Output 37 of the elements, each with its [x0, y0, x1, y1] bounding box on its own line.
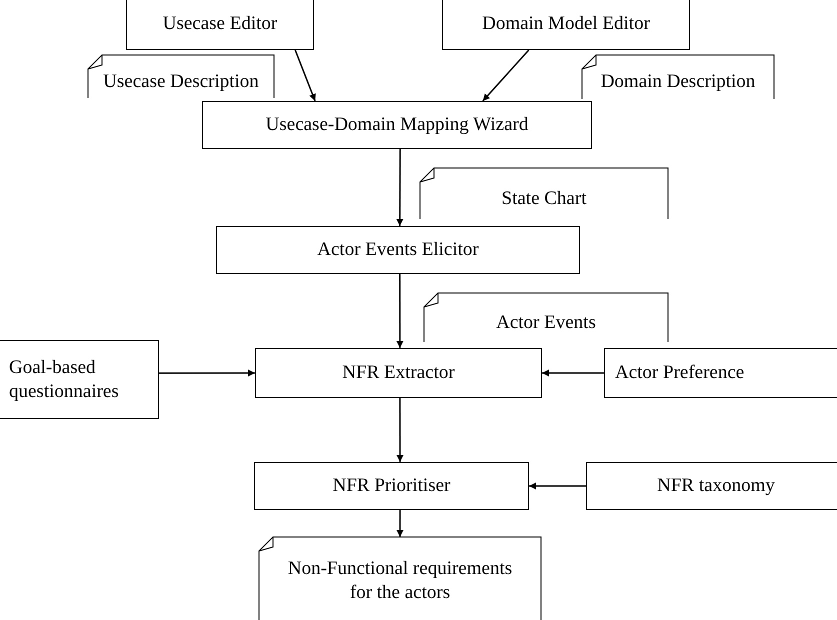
- arrow: [159, 370, 255, 377]
- node-label: Goal-based questionnaires: [9, 356, 120, 404]
- node-label: Actor Events: [496, 310, 596, 334]
- arrow: [396, 274, 404, 348]
- node-label: NFR Prioritiser: [332, 474, 450, 498]
- arrow: [396, 398, 404, 462]
- node-label: Domain Model Editor: [482, 12, 650, 36]
- process-box: [604, 348, 837, 398]
- arrow: [482, 50, 530, 102]
- node-label: Usecase-Domain Mapping Wizard: [266, 113, 528, 137]
- node-label: State Chart: [502, 186, 586, 210]
- node-label: Non-Functional requirements for the actors: [286, 557, 514, 604]
- node-label: Usecase Editor: [162, 12, 278, 36]
- process-box: [126, 0, 314, 50]
- note-shape: [582, 55, 774, 99]
- node-label: NFR Extractor: [342, 361, 455, 385]
- arrow: [529, 482, 586, 490]
- process-box: [255, 348, 542, 398]
- process-box: [0, 340, 159, 419]
- node-label: Usecase Description: [103, 70, 259, 94]
- arrow: [294, 50, 316, 102]
- process-box: [254, 462, 529, 510]
- node-label: Domain Description: [600, 70, 756, 94]
- process-box: [202, 101, 592, 149]
- process-box: [442, 0, 690, 50]
- arrow: [542, 370, 604, 376]
- node-label: Actor Preference: [615, 361, 744, 385]
- node-label: NFR taxonomy: [657, 474, 775, 498]
- note-shape: [259, 537, 541, 620]
- arrow: [396, 149, 404, 226]
- process-box: [586, 462, 837, 510]
- note-shape: [420, 168, 668, 219]
- process-box: [216, 226, 580, 274]
- node-label: Actor Events Elicitor: [317, 238, 479, 262]
- note-shape: [424, 293, 668, 342]
- note-shape: [88, 55, 274, 98]
- arrow: [396, 510, 404, 537]
